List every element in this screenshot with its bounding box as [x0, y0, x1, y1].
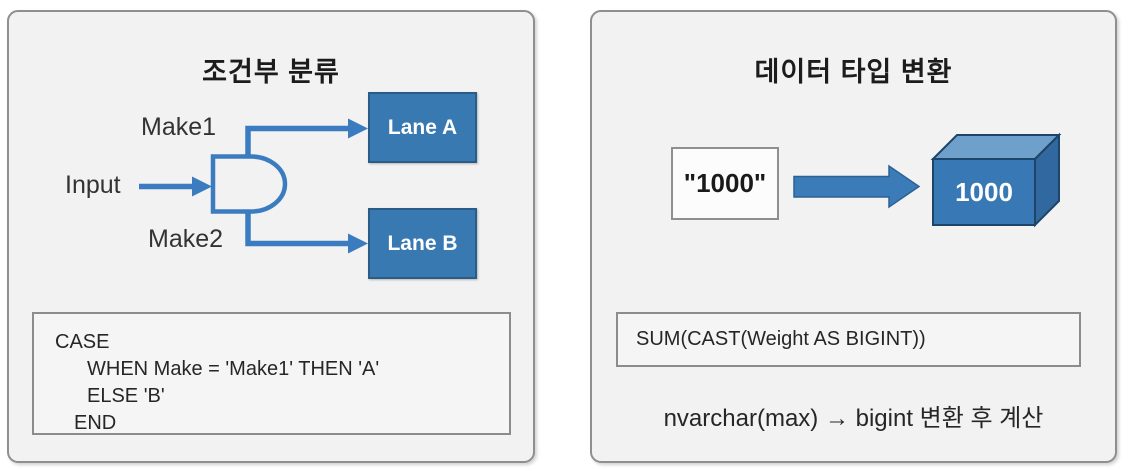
lane-a-box: Lane A	[368, 92, 477, 163]
string-value-box: "1000"	[671, 147, 779, 220]
sum-code-block: SUM(CAST(Weight AS BIGINT))	[616, 312, 1081, 367]
input-arrow-icon	[139, 176, 212, 197]
code-line: WHEN Make = 'Make1' THEN 'A'	[87, 358, 380, 380]
cube-value-label: 1000	[955, 176, 1013, 207]
make2-label: Make2	[148, 225, 224, 253]
connector-to-lane-b	[245, 209, 368, 254]
panel-conditional-classification: 조건부 분류 Make1 Input Make2 Lane A	[7, 10, 535, 463]
conversion-caption: nvarchar(max) → bigint 변환 후 계산	[663, 405, 1044, 432]
make1-label: Make1	[141, 113, 217, 141]
code-line: CASE	[55, 331, 110, 353]
panel-title-left: 조건부 분류	[202, 57, 340, 88]
code-line: ELSE 'B'	[87, 385, 165, 407]
string-value-label: "1000"	[683, 168, 767, 198]
connector-to-lane-a	[245, 118, 368, 159]
input-label: Input	[65, 171, 121, 199]
panel-title-right: 데이터 타입 변환	[754, 57, 953, 88]
block-arrow-icon	[793, 164, 921, 209]
code-line: END	[74, 412, 117, 434]
lane-a-label: Lane A	[387, 115, 458, 139]
lane-b-label: Lane B	[387, 231, 458, 255]
case-code-block: CASE WHEN Make = 'Make1' THEN 'A' ELSE '…	[32, 312, 511, 435]
and-gate-icon	[210, 154, 288, 214]
lane-b-box: Lane B	[368, 208, 477, 279]
panel-data-type-conversion: 데이터 타입 변환 "1000" 1000 SUM(CAST(Weight AS…	[590, 10, 1117, 463]
code-line: SUM(CAST(Weight AS BIGINT))	[636, 328, 926, 350]
